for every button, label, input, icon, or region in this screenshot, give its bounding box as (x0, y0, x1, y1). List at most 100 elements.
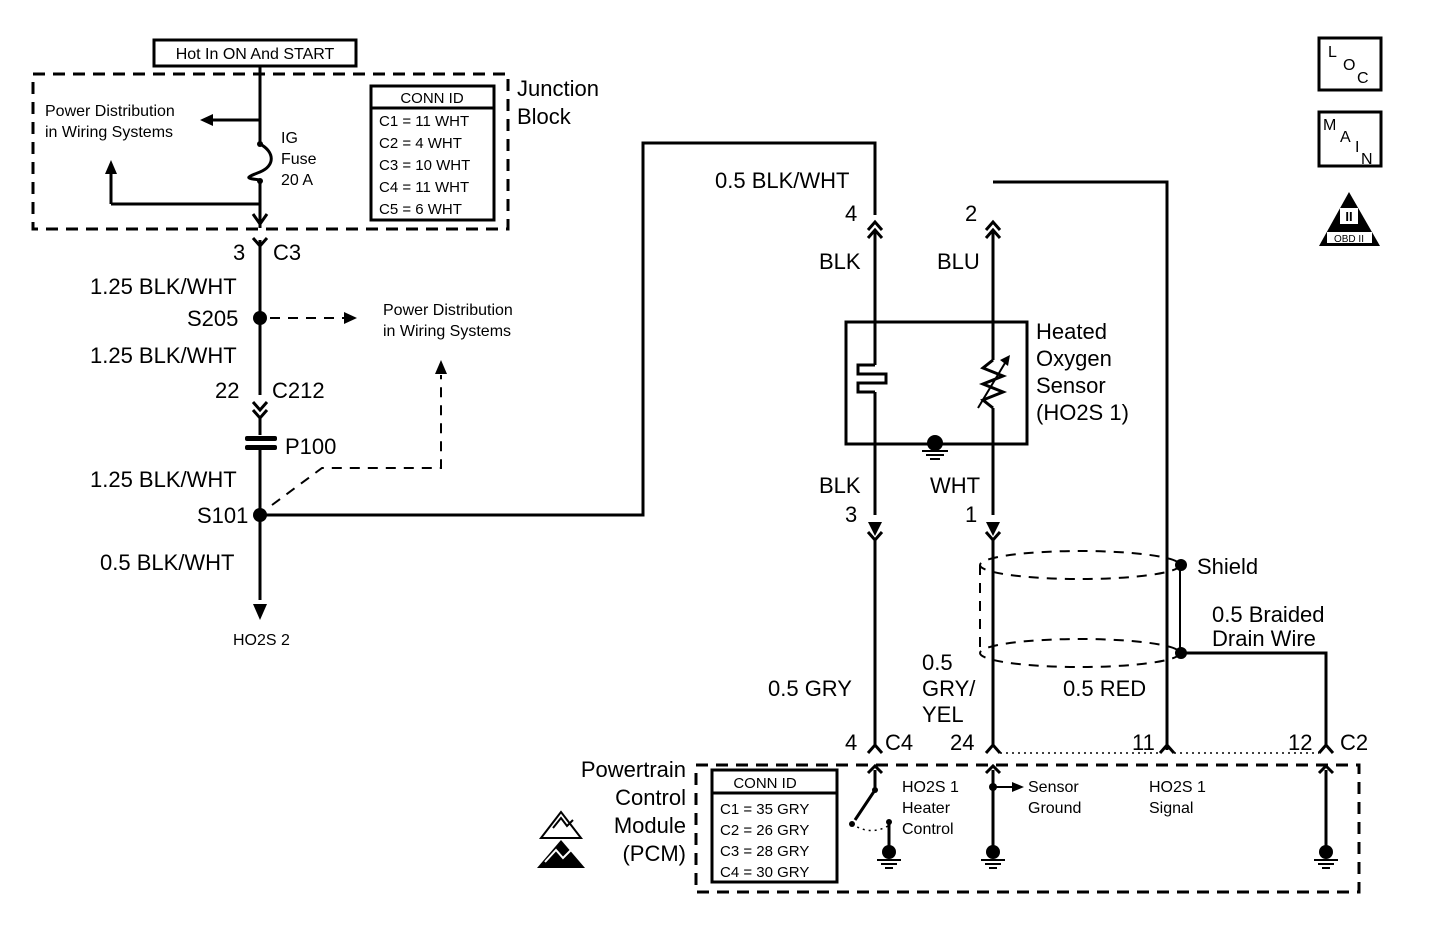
svg-text:0.5 BLK/WHT: 0.5 BLK/WHT (715, 168, 849, 193)
svg-text:C1 = 35 GRY: C1 = 35 GRY (720, 801, 809, 818)
svg-text:WHT: WHT (930, 473, 980, 498)
esd-warning-icon (537, 810, 585, 868)
svg-text:0.5 Braided: 0.5 Braided (1212, 602, 1325, 627)
svg-text:Power Distribution: Power Distribution (383, 302, 513, 319)
ig-fuse-icon (247, 141, 273, 184)
svg-text:Shield: Shield (1197, 554, 1258, 579)
svg-text:0.5: 0.5 (922, 650, 953, 675)
svg-text:CONN ID: CONN ID (400, 90, 464, 107)
svg-text:HO2S 1: HO2S 1 (1149, 779, 1206, 796)
svg-text:4: 4 (845, 730, 857, 755)
shield-top-ellipse (979, 550, 1181, 580)
svg-text:Heater: Heater (902, 800, 951, 817)
heated-oxygen-sensor: 0.5 BLK/WHT 4 2 BLK BLU (715, 168, 1169, 750)
svg-text:Control: Control (615, 785, 686, 810)
svg-text:C2: C2 (1340, 730, 1368, 755)
svg-text:C5 = 6 WHT: C5 = 6 WHT (379, 201, 462, 218)
svg-text:Drain Wire: Drain Wire (1212, 626, 1316, 651)
hot-in-on-and-start-label: Hot In ON And START (152, 38, 358, 68)
svg-text:22: 22 (215, 378, 239, 403)
signal-wire (993, 180, 1169, 750)
svg-text:OBD II: OBD II (1334, 234, 1364, 245)
svg-text:24: 24 (950, 730, 974, 755)
svg-text:1.25 BLK/WHT: 1.25 BLK/WHT (90, 274, 237, 299)
svg-text:Control: Control (902, 821, 954, 838)
svg-text:Signal: Signal (1149, 800, 1193, 817)
svg-text:BLK: BLK (819, 249, 861, 274)
loc-icon: L O C (1317, 36, 1383, 92)
svg-text:Module: Module (614, 813, 686, 838)
main-icon: M A I N (1317, 110, 1383, 168)
svg-text:BLK: BLK (819, 473, 861, 498)
svg-text:3: 3 (233, 240, 245, 265)
shield-bottom-ellipse (979, 638, 1181, 668)
svg-text:C2 = 26 GRY: C2 = 26 GRY (720, 822, 809, 839)
svg-text:C3 = 10 WHT: C3 = 10 WHT (379, 157, 470, 174)
sensor-element-icon (977, 355, 1010, 410)
svg-text:C4: C4 (885, 730, 913, 755)
shield-dot-icon (1175, 559, 1187, 571)
powertrain-control-module: 4 C4 24 11 12 C2 Powertrain Control Modu… (537, 730, 1368, 894)
svg-text:HO2S 1: HO2S 1 (902, 779, 959, 796)
svg-text:CONN ID: CONN ID (733, 775, 797, 792)
left-feed-circuit: 3 C3 1.25 BLK/WHT S205 Power Distributio… (90, 141, 877, 649)
svg-text:Sensor: Sensor (1036, 373, 1106, 398)
svg-text:4: 4 (845, 201, 857, 226)
svg-text:1: 1 (965, 502, 977, 527)
svg-text:C1 = 11 WHT: C1 = 11 WHT (379, 113, 469, 130)
pcm-conn-id-table: CONN ID C1 = 35 GRY C2 = 26 GRY C3 = 28 … (710, 768, 839, 884)
svg-text:C3 = 28 GRY: C3 = 28 GRY (720, 843, 809, 860)
svg-text:0.5 RED: 0.5 RED (1063, 676, 1146, 701)
svg-text:1.25 BLK/WHT: 1.25 BLK/WHT (90, 343, 237, 368)
svg-text:M: M (1323, 117, 1336, 134)
drain-ground-terminal-icon (1314, 763, 1338, 869)
svg-text:IG: IG (281, 130, 298, 147)
svg-text:Sensor: Sensor (1028, 779, 1079, 796)
svg-text:C212: C212 (272, 378, 325, 403)
connector-c212-icon (251, 401, 269, 413)
svg-text:YEL: YEL (922, 702, 964, 727)
svg-text:Power Distribution: Power Distribution (45, 103, 175, 120)
junction-block: Junction Block Power Distribution in Wir… (31, 66, 599, 231)
sensor-ground-icon (922, 435, 948, 460)
fuse-feed-arrow-icon (105, 160, 117, 174)
svg-text:S101: S101 (197, 503, 248, 528)
heater-element-icon (856, 363, 888, 394)
heater-control-switch-icon (849, 763, 901, 869)
pcm-outline (694, 763, 1361, 894)
junction-conn-id-table: CONN ID C1 = 11 WHT C2 = 4 WHT C3 = 10 W… (369, 84, 496, 222)
svg-text:C4 = 30 GRY: C4 = 30 GRY (720, 864, 809, 881)
svg-text:C2 = 4 WHT: C2 = 4 WHT (379, 135, 462, 152)
svg-text:2: 2 (965, 201, 977, 226)
svg-text:1.25 BLK/WHT: 1.25 BLK/WHT (90, 467, 237, 492)
svg-text:II: II (1345, 209, 1352, 224)
svg-text:Fuse: Fuse (281, 151, 317, 168)
drain-wire (1181, 651, 1328, 745)
svg-text:Oxygen: Oxygen (1036, 346, 1112, 371)
svg-text:HO2S 2: HO2S 2 (233, 632, 290, 649)
feed-to-sensor-wire (260, 141, 877, 517)
svg-text:0.5 BLK/WHT: 0.5 BLK/WHT (100, 550, 234, 575)
svg-text:C: C (1357, 70, 1369, 87)
svg-text:L: L (1328, 44, 1337, 61)
svg-text:(PCM): (PCM) (622, 841, 686, 866)
svg-text:11: 11 (1132, 730, 1155, 755)
ho2s2-arrow-icon (253, 604, 267, 620)
sensor-ground-terminal-icon (981, 763, 1024, 869)
svg-text:in Wiring Systems: in Wiring Systems (45, 124, 173, 141)
splice-s205-icon (253, 311, 267, 325)
junction-block-title: Junction (517, 76, 599, 101)
svg-text:C3: C3 (273, 240, 301, 265)
svg-text:3: 3 (845, 502, 857, 527)
svg-text:A: A (1340, 129, 1351, 146)
svg-text:BLU: BLU (937, 249, 980, 274)
svg-text:I: I (1355, 139, 1359, 156)
power-dist-arrow-icon (200, 114, 213, 126)
svg-text:Ground: Ground (1028, 800, 1081, 817)
svg-text:Heated: Heated (1036, 319, 1107, 344)
svg-text:O: O (1343, 57, 1355, 74)
svg-text:P100: P100 (285, 434, 336, 459)
svg-text:in Wiring Systems: in Wiring Systems (383, 323, 511, 340)
svg-text:(HO2S 1): (HO2S 1) (1036, 400, 1129, 425)
